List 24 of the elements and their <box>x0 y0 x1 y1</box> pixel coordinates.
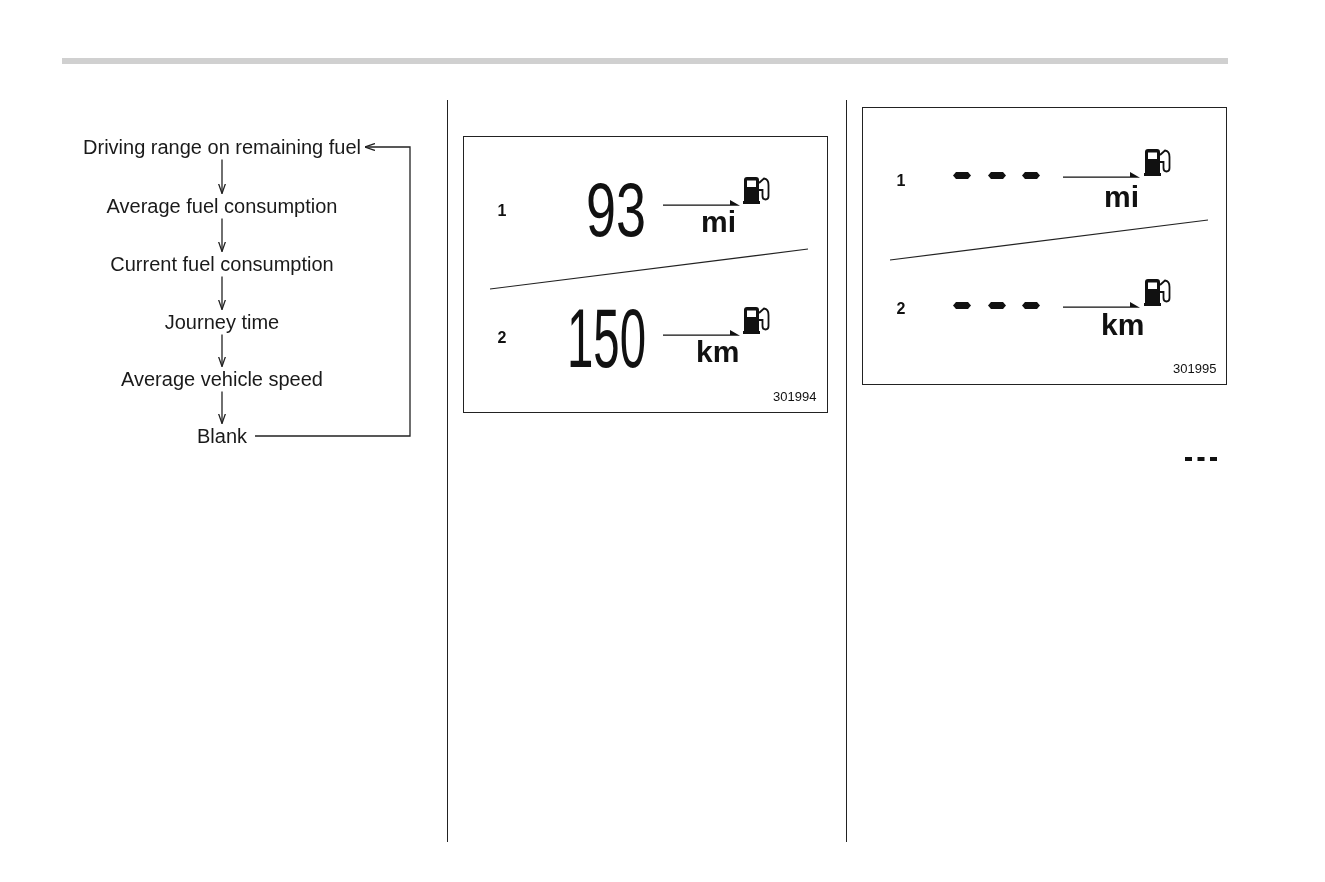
arrow <box>217 275 227 311</box>
callout-number: 1 <box>497 202 507 220</box>
unit-label: mi <box>1104 182 1139 212</box>
display-reading: 150 <box>567 308 646 371</box>
step-label: Driving range on remaining fuel <box>83 135 361 159</box>
step-label: Current fuel consumption <box>110 252 334 276</box>
unit-label: km <box>696 337 740 367</box>
figure-code: 301995 <box>1173 360 1217 376</box>
callout-number: 2 <box>896 300 906 318</box>
unit-label: mi <box>701 207 736 237</box>
unit-label: km <box>1101 310 1145 340</box>
step-label: Blank <box>197 424 247 448</box>
callout-number: 2 <box>497 329 507 347</box>
arrow <box>217 333 227 368</box>
step-label: Average vehicle speed <box>121 367 323 391</box>
arrow <box>254 142 411 437</box>
display-reading: 93 <box>586 181 646 239</box>
arrow <box>217 390 227 425</box>
step-label: Average fuel consumption <box>106 194 338 218</box>
step-label: Journey time <box>164 310 280 334</box>
figure-code: 301994 <box>773 388 817 404</box>
arrow <box>217 217 227 253</box>
arrow <box>217 158 227 195</box>
callout-number: 1 <box>896 172 906 190</box>
